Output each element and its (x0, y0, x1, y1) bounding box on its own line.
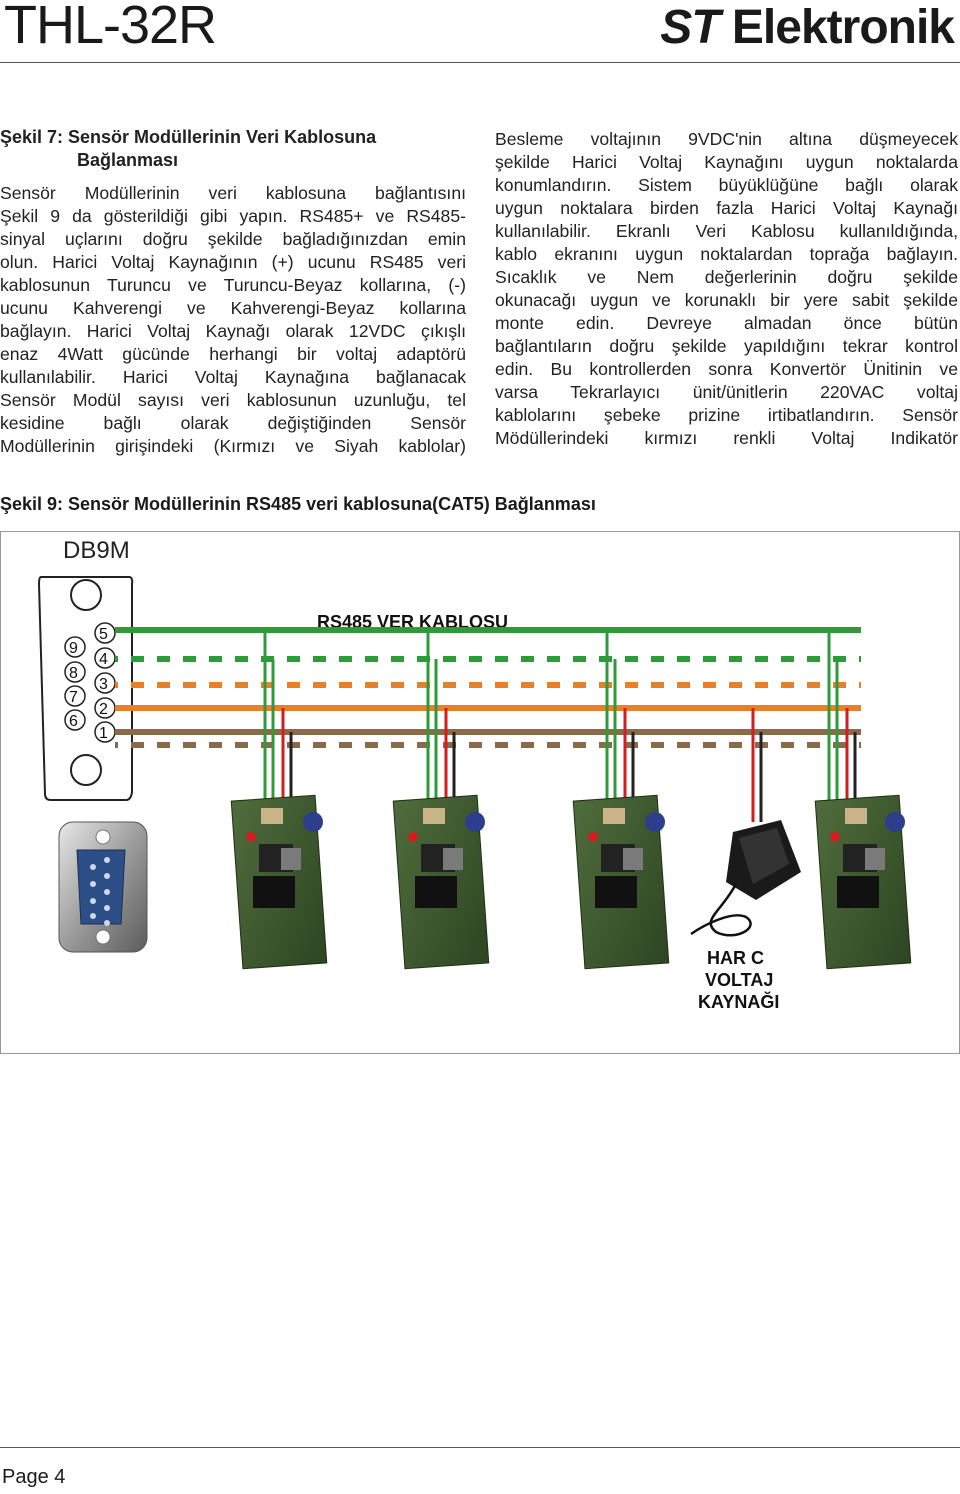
left-column: Şekil 7: Sensör Modüllerinin Veri Kablos… (0, 126, 466, 458)
body-line: kablolarını şebeke prizine irtibatlandır… (495, 405, 958, 425)
body-line: bağlantıların doğru şekilde yapıldığını … (495, 336, 958, 356)
psu-label-line3: KAYNAĞI (698, 991, 779, 1012)
pin-bottom-9: 9 (64, 636, 86, 658)
body-line: ucunu Kahverengi ve Kahverengi-Beyaz kol… (0, 298, 466, 318)
section-heading: Şekil 7: Sensör Modüllerinin Veri Kablos… (0, 126, 466, 172)
pin-bottom-7: 7 (64, 685, 86, 707)
figure-heading: Şekil 9: Sensör Modüllerinin RS485 veri … (0, 494, 596, 514)
mount-hole-icon (70, 754, 102, 786)
pin-top-5: 5 (94, 622, 116, 644)
wire-green-white (115, 656, 861, 662)
body-line: şekilde Harici Voltaj Kaynağını uygun no… (495, 152, 958, 172)
body-line: bağlayın. Harici Voltaj Kaynağı olarak 1… (0, 321, 466, 341)
body-line: Sensör Modül sayısı veri kablosunun uzun… (0, 390, 466, 410)
db9-pinout-diagram: 5 4 3 2 1 9 8 7 6 (37, 576, 134, 801)
header-rule (0, 62, 960, 63)
footer-rule (0, 1447, 960, 1448)
svg-text:6: 6 (69, 713, 78, 730)
body-line: monte edin. Devreye almadan önce bütün (495, 313, 958, 333)
body-line: kullanılabilir. Ekranlı Veri Kablosu kul… (495, 221, 958, 241)
pin-bottom-8: 8 (64, 661, 86, 683)
body-line: konumlandırın. Sistem büyüklüğüne bağlı … (495, 175, 958, 195)
body-line: edin. Bu kontrollerden sonra Konvertör Ü… (495, 359, 958, 379)
brand-logo: ST Elektronik (660, 0, 955, 55)
wiring-diagram: DB9M 5 4 3 2 1 9 8 7 6 RS485 VER KABLOSU (0, 531, 960, 1054)
right-column: Besleme voltajının 9VDC'nin altına düşme… (495, 128, 958, 450)
body-line: enaz 4Watt gücünde herhangi bir voltaj a… (0, 344, 466, 364)
psu-label-line2: VOLTAJ (705, 970, 773, 990)
sensor-module (572, 630, 670, 970)
body-line: sinyal uçlarını doğru şekilde bağladığın… (0, 229, 466, 249)
body-line: Besleme voltajının 9VDC'nin altına düşme… (495, 129, 958, 149)
svg-text:1: 1 (99, 725, 108, 742)
pin-top-3: 3 (94, 672, 116, 694)
wiring-diagram-svg: DB9M 5 4 3 2 1 9 8 7 6 RS485 VER KABLOSU (37, 537, 912, 1012)
svg-text:4: 4 (99, 651, 108, 668)
body-line: kablo ekranını uygun noktalardan toprağa… (495, 244, 958, 264)
power-adapter: HAR C VOLTAJ KAYNAĞI (690, 708, 801, 1012)
body-line: Sensör Modüllerinin veri kablosuna bağla… (0, 183, 466, 203)
body-line: kablosunun Turuncu ve Turuncu-Beyaz koll… (0, 275, 466, 295)
connector-label: DB9M (63, 537, 130, 564)
sensor-module (814, 630, 912, 970)
body-line: kullanılabilir. Harici Voltaj Kaynağına … (0, 367, 466, 387)
body-line: kesidine bağlı olarak değiştiğinden Sens… (0, 413, 466, 433)
document-title: THL-32R (4, 0, 217, 55)
brand-suffix: Elektronik (719, 1, 955, 54)
body-line: uygun noktalara birden fazla Harici Volt… (495, 198, 958, 218)
body-line: Şekil 9 da gösterildiği gibi yapın. RS48… (0, 206, 466, 226)
sensor-module (392, 630, 490, 970)
pin-top-2: 2 (94, 697, 116, 719)
svg-text:3: 3 (99, 676, 108, 693)
rs485-cable (115, 627, 861, 748)
svg-text:2: 2 (99, 701, 108, 718)
svg-text:9: 9 (69, 640, 78, 657)
page-number: Page 4 (2, 1466, 66, 1488)
pin-top-1: 1 (94, 721, 116, 743)
wire-orange-white (115, 682, 861, 688)
section-heading-line1: Şekil 7: Sensör Modüllerinin Veri Kablos… (0, 127, 377, 147)
psu-label-line1: HAR C (707, 948, 764, 968)
svg-text:5: 5 (99, 626, 108, 643)
pin-bottom-6: 6 (64, 709, 86, 731)
wire-brown-white (115, 742, 861, 748)
brand-prefix: ST (660, 1, 720, 54)
body-line: Modüllerinin girişindeki (Kırmızı ve Siy… (0, 436, 466, 456)
body-line: okunacağı uygun ve korunaklı bir yere sa… (495, 290, 958, 310)
body-line: Sıcaklık ve Nem değerlerinin doğru şekil… (495, 267, 958, 287)
body-line: varsa Tekrarlayıcı ünit/ünitlerin 220VAC… (495, 382, 958, 402)
pin-top-4: 4 (94, 647, 116, 669)
db9-connector-photo (58, 821, 148, 953)
section-heading-line2: Bağlanması (77, 150, 179, 170)
mount-hole-icon (70, 579, 102, 611)
body-line: olun. Harici Voltaj Kaynağının (+) ucunu… (0, 252, 466, 272)
sensor-module (230, 630, 328, 970)
svg-text:8: 8 (69, 665, 78, 682)
svg-text:7: 7 (69, 689, 78, 706)
body-line: Mödüllerindeki kırmızı renkli Voltaj Ind… (495, 428, 958, 448)
